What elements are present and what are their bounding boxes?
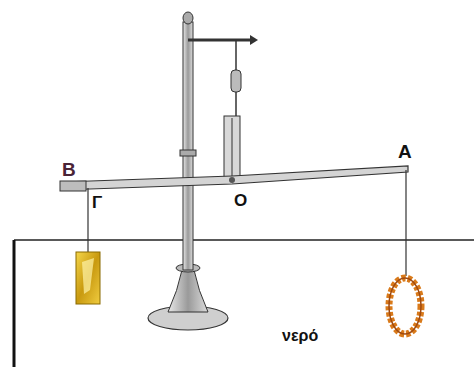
gold-bar bbox=[76, 252, 100, 304]
tank-wall bbox=[13, 240, 16, 367]
left-string bbox=[87, 188, 88, 252]
water-surface bbox=[14, 239, 474, 240]
medium-label: νερό bbox=[282, 328, 318, 344]
pivot-point bbox=[229, 177, 235, 183]
hook-weight bbox=[231, 70, 241, 92]
point-label: Α bbox=[398, 142, 412, 161]
hook-string bbox=[235, 40, 237, 70]
balance-beam bbox=[62, 166, 408, 190]
pillar-knob bbox=[183, 12, 193, 24]
pivot-frame bbox=[224, 116, 240, 182]
wreath-inner bbox=[389, 278, 421, 334]
point-label: Ο bbox=[234, 192, 247, 209]
top-arm bbox=[188, 39, 252, 42]
pillar bbox=[183, 22, 193, 270]
point-label: Γ bbox=[92, 194, 102, 211]
stand-foot bbox=[168, 270, 208, 312]
pillar-ring bbox=[180, 150, 196, 156]
right-string bbox=[405, 170, 406, 276]
pivot-needle bbox=[232, 118, 233, 180]
hook-rod bbox=[235, 92, 237, 116]
point-label: Β bbox=[62, 160, 76, 179]
wreath bbox=[389, 278, 421, 334]
arm-tip bbox=[250, 35, 258, 45]
gold-bar-shine bbox=[82, 258, 94, 294]
beam-end-left bbox=[60, 181, 86, 191]
